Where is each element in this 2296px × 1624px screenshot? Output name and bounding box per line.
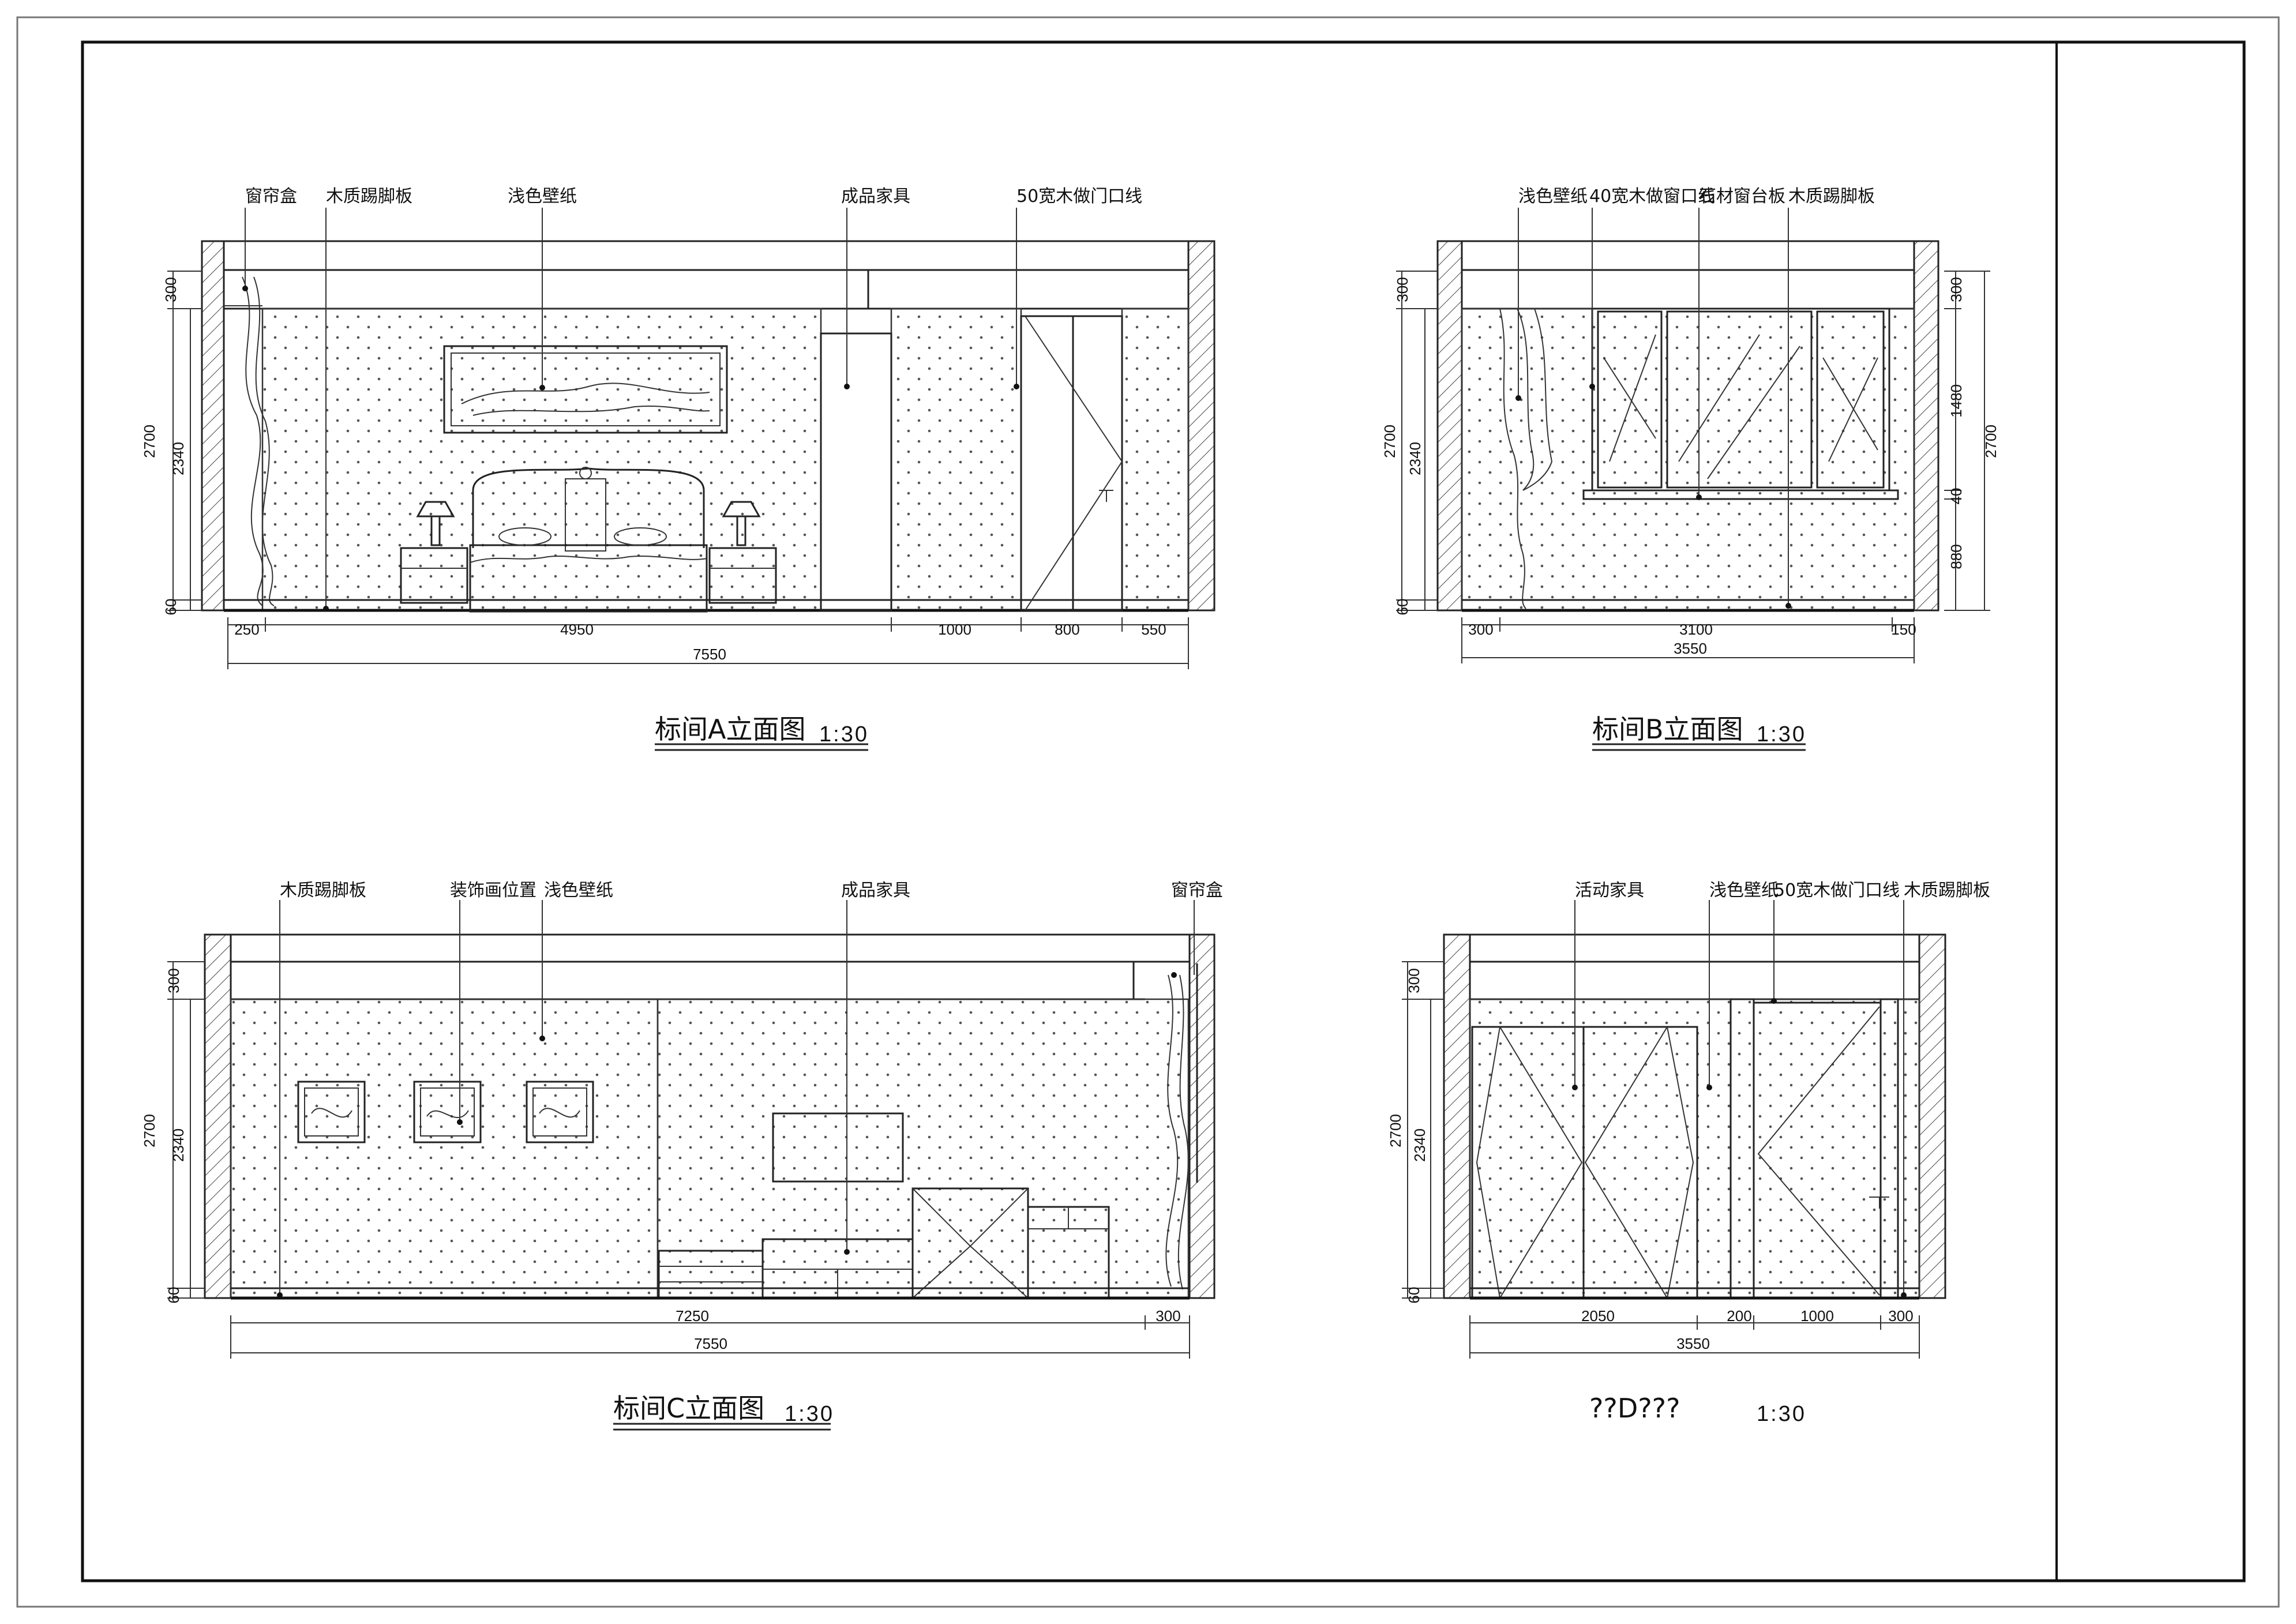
elevation-c-title: 标间C立面图 — [613, 1393, 764, 1424]
dim-a-v2: 2700 — [141, 425, 158, 458]
elevation-d — [1402, 900, 1946, 1359]
dim-b-vr3: 2700 — [1982, 425, 1999, 458]
dim-b-vl1: 300 — [1394, 277, 1411, 302]
label-b-1: 浅色壁纸 — [1518, 186, 1588, 207]
dim-c-h1: 7250 — [676, 1307, 709, 1325]
elevation-a-title: 标间A立面图 — [655, 714, 805, 745]
dim-b-vr4: 40 — [1948, 488, 1965, 505]
label-d-3: 50宽木做门口线 — [1774, 880, 1900, 901]
dim-c-v3: 2340 — [170, 1128, 187, 1162]
dim-b-vl4: 60 — [1394, 599, 1411, 616]
dim-b-vr5: 880 — [1948, 544, 1965, 569]
elevation-b-scale: 1:30 — [1757, 722, 1806, 747]
label-d-2: 浅色壁纸 — [1709, 880, 1779, 901]
dim-d-v4: 60 — [1405, 1287, 1423, 1304]
elevation-d-scale: 1:30 — [1757, 1402, 1806, 1426]
dim-b-h3: 150 — [1891, 621, 1916, 638]
dim-c-v4: 60 — [165, 1287, 182, 1304]
label-b-4: 木质踢脚板 — [1788, 186, 1875, 207]
dim-d-total: 3550 — [1676, 1335, 1710, 1352]
elevation-b-title: 标间B立面图 — [1592, 714, 1743, 745]
dim-d-v1: 300 — [1405, 968, 1423, 993]
dim-a-h5: 550 — [1141, 621, 1166, 638]
label-d-1: 活动家具 — [1575, 880, 1644, 901]
elevation-c — [167, 900, 1215, 1431]
dim-b-h2: 3100 — [1679, 621, 1713, 638]
label-a-5: 50宽木做门口线 — [1016, 186, 1142, 207]
label-c-2: 装饰画位置 — [450, 880, 537, 901]
inner-border — [81, 40, 2246, 1582]
dim-a-total: 7550 — [693, 646, 726, 663]
elevation-a — [167, 208, 1215, 751]
dim-c-total: 7550 — [694, 1335, 727, 1352]
label-c-1: 木质踢脚板 — [280, 880, 366, 901]
dim-c-v1: 300 — [165, 968, 182, 993]
dim-a-h1: 250 — [234, 621, 259, 638]
label-a-1: 窗帘盒 — [245, 186, 297, 207]
dim-c-v2: 2700 — [141, 1114, 158, 1147]
dim-d-h2: 200 — [1727, 1307, 1751, 1325]
elevation-b — [1396, 208, 1990, 751]
elevation-b-texts: 浅色壁纸 40宽木做窗口线 石材窗台板 木质踢脚板 300 3100 150 3… — [1381, 186, 1999, 747]
outer-border — [16, 16, 2280, 1608]
label-d-4: 木质踢脚板 — [1904, 880, 1990, 901]
label-b-3: 石材窗台板 — [1699, 186, 1785, 207]
elevation-c-texts: 木质踢脚板 装饰画位置 浅色壁纸 成品家具 窗帘盒 7250 300 7550 … — [141, 880, 1223, 1426]
label-a-3: 浅色壁纸 — [508, 186, 577, 207]
dim-d-v3: 2340 — [1411, 1128, 1428, 1162]
elevation-a-texts: 窗帘盒 木质踢脚板 浅色壁纸 成品家具 50宽木做门口线 250 4950 10… — [141, 186, 1166, 747]
elevation-a-scale: 1:30 — [819, 722, 869, 747]
dim-a-v3: 2340 — [170, 442, 187, 475]
label-b-2: 40宽木做窗口线 — [1589, 186, 1715, 207]
dim-b-total: 3550 — [1674, 640, 1707, 657]
label-c-4: 成品家具 — [841, 880, 910, 901]
elevation-d-texts: 活动家具 浅色壁纸 50宽木做门口线 木质踢脚板 2050 200 1000 3… — [1387, 880, 1990, 1426]
label-a-2: 木质踢脚板 — [326, 186, 412, 207]
label-c-3: 浅色壁纸 — [544, 880, 613, 901]
elevation-d-title: ??D??? — [1589, 1393, 1680, 1424]
dim-b-h1: 300 — [1468, 621, 1493, 638]
dim-d-h1: 2050 — [1581, 1307, 1615, 1325]
dim-a-v4: 60 — [162, 599, 179, 616]
dim-d-v2: 2700 — [1387, 1114, 1404, 1147]
dim-c-h2: 300 — [1155, 1307, 1180, 1325]
dim-b-vl3: 2340 — [1406, 442, 1424, 475]
dim-a-h2: 4950 — [560, 621, 594, 638]
dim-d-h4: 300 — [1888, 1307, 1913, 1325]
label-c-5: 窗帘盒 — [1171, 880, 1223, 901]
dim-a-h3: 1000 — [938, 621, 971, 638]
dim-d-h3: 1000 — [1800, 1307, 1834, 1325]
dim-a-v1: 300 — [162, 277, 179, 302]
dim-b-vr2: 1480 — [1948, 384, 1965, 418]
elevation-c-scale: 1:30 — [785, 1402, 834, 1426]
dim-b-vr1: 300 — [1948, 277, 1965, 302]
label-a-4: 成品家具 — [841, 186, 910, 207]
dim-b-vl2: 2700 — [1381, 425, 1398, 458]
dim-a-h4: 800 — [1055, 621, 1079, 638]
